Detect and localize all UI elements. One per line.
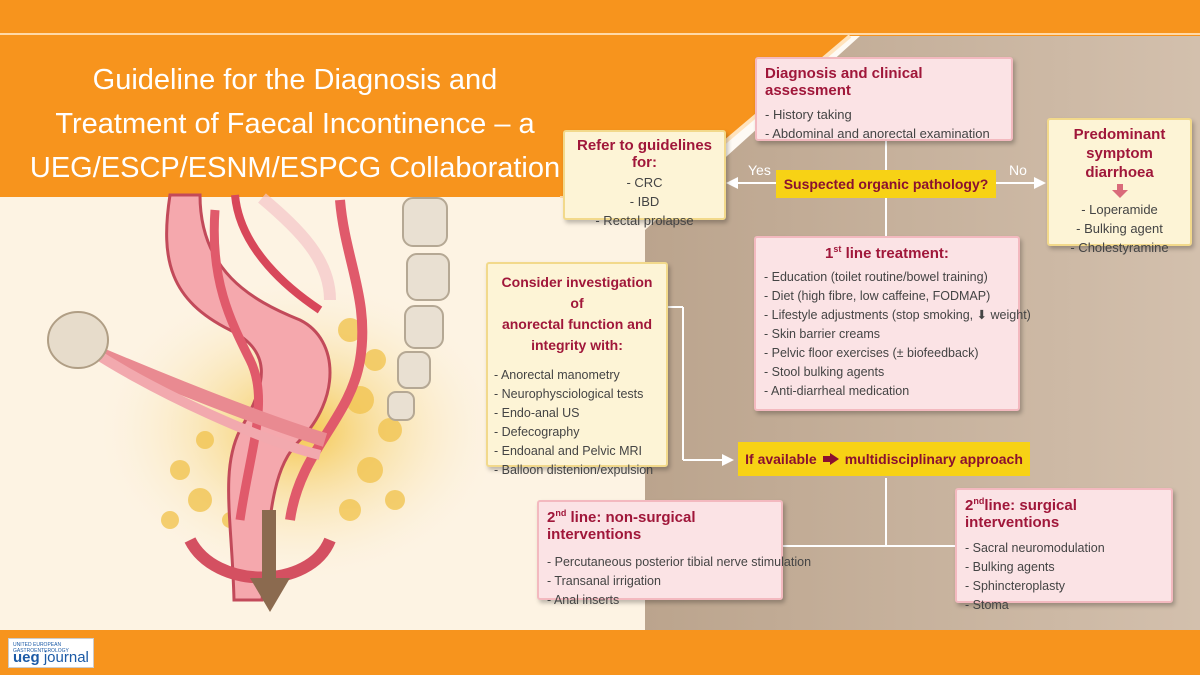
first-line-treatment-box: 1st line treatment: - Education (toilet … — [754, 236, 1031, 411]
list-item: - Bulking agent — [1076, 221, 1163, 236]
list-item: - Sphincteroplasty — [965, 579, 1066, 593]
surgical-heading: 2ndline: surgical interventions — [965, 496, 1163, 531]
spine-illustration — [387, 197, 450, 421]
flow-connectors — [668, 140, 1036, 547]
right-arrow-icon — [822, 453, 839, 465]
logo-ueg: ueg — [13, 649, 40, 666]
investigation-heading-line: anorectal function and — [501, 316, 653, 332]
yes-label: Yes — [748, 162, 771, 178]
investigation-heading-line: integrity with: — [531, 337, 623, 353]
list-item: - Endo-anal US — [494, 406, 580, 420]
list-item: - Bulking agents — [965, 560, 1055, 574]
list-item: - Abdominal and anorectal examination — [765, 126, 990, 141]
no-label: No — [1009, 162, 1027, 178]
list-item: - Skin barrier creams — [764, 327, 880, 341]
heading-ordinal: nd — [555, 508, 567, 518]
surgical-box: 2ndline: surgical interventions - Sacral… — [955, 488, 1173, 612]
diagnosis-heading: Diagnosis and clinical assessment — [765, 65, 923, 99]
multidisciplinary-left: If available — [745, 451, 817, 467]
list-item: - Cholestyramine — [1070, 240, 1169, 255]
rectum-illustration — [47, 193, 368, 612]
logo-text: ueg journal — [13, 649, 89, 666]
title-line: Guideline for the Diagnosis and — [92, 64, 498, 96]
suspected-pathology-decision: Suspected organic pathology? — [776, 170, 996, 198]
list-item: - CRC — [626, 175, 663, 190]
multidisciplinary-approach: If available multidisciplinary approach — [738, 442, 1030, 476]
page-title: Guideline for the Diagnosis and Treatmen… — [25, 58, 565, 190]
heading-number: 2 — [547, 509, 556, 526]
list-item: - Defecography — [494, 425, 580, 439]
heading-text: line treatment: — [841, 245, 949, 262]
list-item: - Loperamide — [1081, 202, 1158, 217]
list-item: - IBD — [629, 194, 660, 209]
ueg-journal-logo: UNITED EUROPEAN GASTROENTEROLOGY ueg jou… — [8, 638, 94, 668]
first-line-heading: 1st line treatment: — [764, 244, 1010, 262]
heading-text: line: surgical interventions — [965, 497, 1077, 531]
bottom-band — [0, 630, 1200, 675]
list-item: - Endoanal and Pelvic MRI — [494, 444, 642, 458]
list-item: - Percutaneous posterior tibial nerve st… — [547, 555, 812, 569]
heading-number: 2 — [965, 497, 974, 514]
diarrhoea-heading-line: Predominant — [1073, 126, 1166, 143]
list-item: - History taking — [765, 107, 852, 122]
heading-number: 1 — [825, 245, 834, 262]
list-item: - Pelvic floor exercises (± biofeedback) — [764, 346, 979, 360]
title-line: Treatment of Faecal Incontinence – a — [55, 108, 535, 140]
diarrhoea-heading: Predominant symptom diarrhoea — [1053, 125, 1186, 182]
heading-ordinal: st — [833, 244, 842, 254]
heading-text: line: non-surgical interventions — [547, 509, 696, 543]
list-item: - Neurophysciological tests — [494, 387, 644, 401]
diarrhoea-box: Predominant symptom diarrhoea - Loperami… — [1047, 118, 1192, 255]
nonsurgical-heading: 2nd line: non-surgical interventions — [547, 508, 773, 543]
list-item: - Anti-diarrheal medication — [764, 384, 910, 398]
list-item: - Education (toilet routine/bowel traini… — [764, 270, 988, 284]
investigation-heading-line: Consider investigation of — [501, 274, 653, 311]
investigation-heading: Consider investigation of anorectal func… — [494, 272, 660, 356]
heading-ordinal: nd — [973, 496, 985, 506]
list-item: - Anorectal manometry — [494, 368, 620, 382]
diagnosis-box: Diagnosis and clinical assessment - Hist… — [755, 57, 1013, 141]
list-item: - Lifestyle adjustments (stop smoking, ⬇… — [764, 308, 1031, 322]
flow-arrowheads — [722, 177, 1046, 466]
list-item: - Transanal irrigation — [547, 574, 661, 588]
logo-journal: journal — [39, 649, 89, 666]
list-item: - Stool bulking agents — [764, 365, 885, 379]
list-item: - Anal inserts — [547, 593, 620, 607]
diarrhoea-heading-line: symptom diarrhoea — [1085, 145, 1154, 181]
list-item: - Sacral neuromodulation — [965, 541, 1105, 555]
down-arrow-icon — [1111, 184, 1128, 198]
top-band — [0, 0, 1200, 36]
title-line: UEG/ESCP/ESNM/ESPCG Collaboration — [29, 152, 561, 184]
logo-small-text: UNITED EUROPEAN GASTROENTEROLOGY — [13, 642, 69, 654]
nonsurgical-box: 2nd line: non-surgical interventions - P… — [537, 500, 812, 607]
list-item: - Rectal prolapse — [595, 213, 694, 228]
investigation-box: Consider investigation of anorectal func… — [486, 262, 668, 477]
refer-heading: Refer to guidelines for: — [576, 137, 713, 171]
list-item: - Balloon distenion/expulsion — [494, 463, 654, 477]
list-item: - Stoma — [965, 598, 1009, 612]
multidisciplinary-right: multidisciplinary approach — [844, 451, 1023, 467]
refer-box: Refer to guidelines for: - CRC - IBD - R… — [563, 130, 726, 228]
list-item: - Diet (high fibre, low caffeine, FODMAP… — [764, 289, 991, 303]
